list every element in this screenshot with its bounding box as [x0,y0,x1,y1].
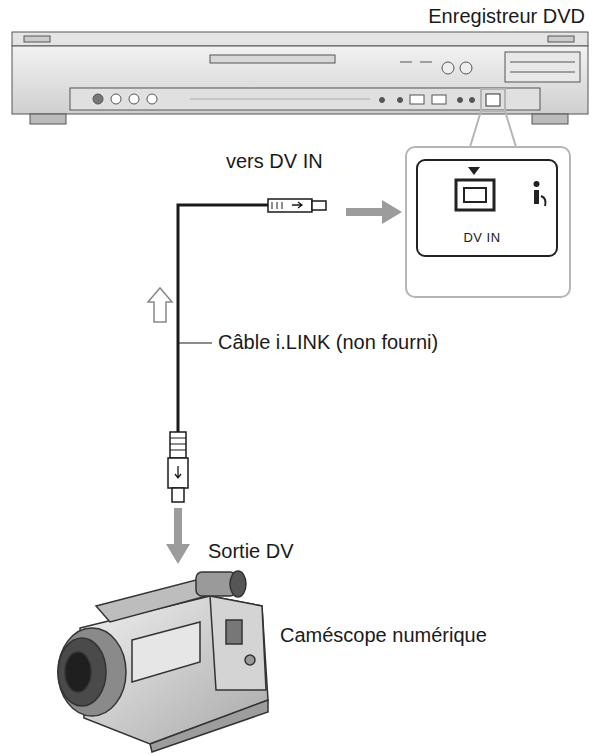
port-name: DV IN [463,230,500,245]
dv-in-port-detail [417,160,557,256]
dvd-recorder [12,32,588,124]
signal-flow-arrow [148,288,172,322]
port-inset: DV IN [405,146,571,298]
callout-lines [470,89,516,147]
port-label: vers DV IN [226,150,323,173]
device-label: Enregistreur DVD [428,5,585,28]
cable-label: Câble i.LINK (non fourni) [218,331,438,354]
digital-camcorder [58,571,268,752]
port-label: Sortie DV [208,540,294,563]
direction-arrows [166,200,402,564]
device-label: Caméscope numérique [280,624,487,647]
